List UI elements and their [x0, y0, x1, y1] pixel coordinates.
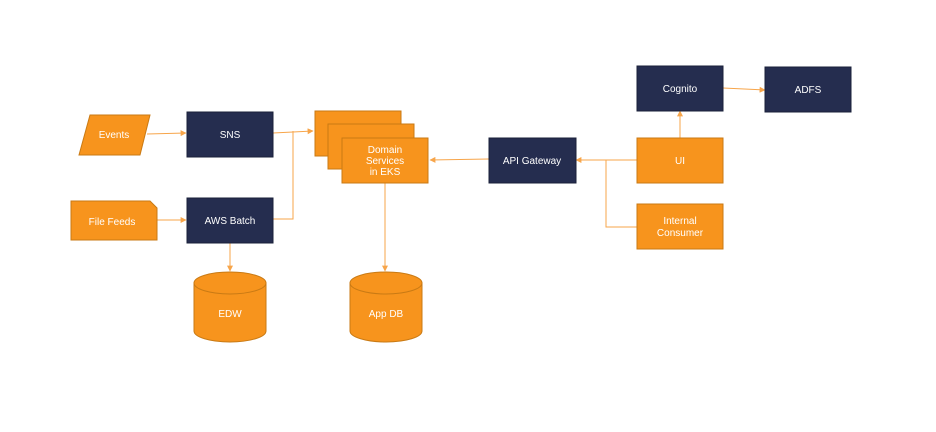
edw-label: EDW	[218, 309, 242, 320]
internal-consumer-node: Internal Consumer	[636, 203, 724, 250]
domain-services-label-line-1: Domain	[368, 145, 402, 156]
app-db-label: App DB	[369, 309, 404, 320]
cognito-label: Cognito	[663, 84, 698, 95]
api-gateway-label: API Gateway	[503, 156, 561, 167]
domain-services-label-line-3: in EKS	[370, 167, 401, 178]
domain-services-node: Domain Services in EKS	[314, 110, 429, 184]
api-gateway-node: API Gateway	[488, 137, 577, 184]
sns-node: SNS	[186, 111, 274, 158]
sns-label: SNS	[220, 130, 241, 141]
internal-consumer-label-line-2: Consumer	[657, 228, 704, 239]
events-to-sns-connector	[146, 130, 187, 137]
aws-batch-label: AWS Batch	[205, 216, 256, 227]
events-node: Events	[78, 114, 151, 156]
edw-cylinder: EDW	[193, 271, 267, 343]
api-gateway-to-domain-services-connector	[429, 156, 490, 163]
domain-services-stack-front	[341, 137, 429, 184]
file-feeds-label: File Feeds	[89, 217, 136, 228]
cognito-node: Cognito	[636, 65, 724, 112]
cognito-to-adfs-connector	[722, 86, 766, 93]
file-feeds-node: File Feeds	[70, 200, 158, 241]
adfs-node: ADFS	[764, 66, 852, 113]
aws-batch-to-domain-services-connector	[273, 131, 294, 220]
ui-node: UI	[636, 137, 724, 184]
internal-consumer-to-api-gateway-connector	[605, 160, 637, 228]
app-db-cylinder: App DB	[349, 271, 423, 343]
domain-services-label-line-2: Services	[366, 156, 404, 167]
connectors	[146, 86, 766, 272]
ui-label: UI	[675, 156, 685, 167]
internal-consumer-label-line-1: Internal	[663, 216, 696, 227]
adfs-label: ADFS	[795, 85, 822, 96]
events-label: Events	[99, 130, 130, 141]
aws-batch-node: AWS Batch	[186, 197, 274, 244]
